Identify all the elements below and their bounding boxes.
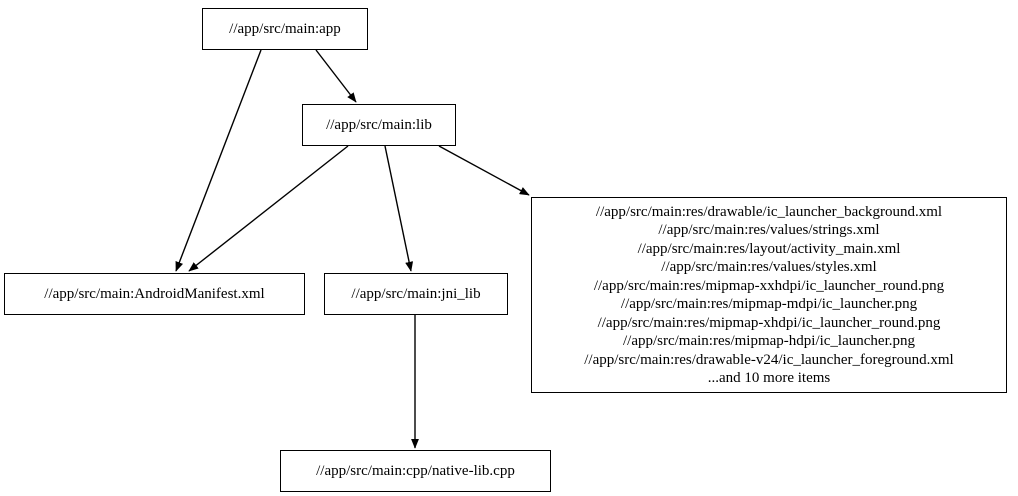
graph-node-text-line: //app/src/main:res/layout/activity_main.… — [637, 240, 901, 257]
graph-node-text-line: //app/src/main:cpp/native-lib.cpp — [316, 462, 515, 479]
graph-edge-app-to-lib — [315, 49, 357, 103]
graph-node-native-lib-cpp-label: //app/src/main:cpp/native-lib.cpp — [281, 462, 550, 479]
graph-node-jni-lib[interactable]: //app/src/main:jni_lib — [324, 273, 508, 315]
graph-node-native-lib-cpp[interactable]: //app/src/main:cpp/native-lib.cpp — [280, 450, 551, 492]
graph-node-text-line: ...and 10 more items — [707, 370, 831, 386]
graph-node-res-group[interactable]: //app/src/main:res/drawable/ic_launcher_… — [531, 197, 1007, 393]
graph-node-text-line: //app/src/main:res/mipmap-xhdpi/ic_launc… — [597, 314, 941, 331]
graph-node-android-manifest[interactable]: //app/src/main:AndroidManifest.xml — [4, 273, 305, 315]
graph-node-android-manifest-label: //app/src/main:AndroidManifest.xml — [5, 285, 304, 302]
graph-node-jni-lib-label: //app/src/main:jni_lib — [325, 285, 507, 302]
graph-node-text-line: //app/src/main:jni_lib — [351, 285, 481, 302]
graph-node-lib[interactable]: //app/src/main:lib — [302, 104, 456, 146]
graph-node-text-line: //app/src/main:res/mipmap-hdpi/ic_launch… — [622, 333, 915, 349]
graph-node-res-group-label: //app/src/main:res/drawable/ic_launcher_… — [540, 203, 998, 388]
graph-node-text-line: //app/src/main:app — [229, 20, 341, 37]
graph-node-text-line: //app/src/main:res/mipmap-mdpi/ic_launch… — [620, 296, 918, 312]
graph-node-text-line: //app/src/main:res/mipmap-xxhdpi/ic_laun… — [593, 277, 945, 294]
graph-edge-lib-to-jni-lib — [384, 145, 414, 272]
graph-edge-app-to-manifest — [175, 49, 262, 272]
graph-node-text-line: //app/src/main:res/drawable-v24/ic_launc… — [584, 351, 954, 368]
graph-edge-lib-to-manifest — [188, 145, 349, 272]
graph-node-text-line: //app/src/main:AndroidManifest.xml — [44, 285, 265, 302]
graph-node-lib-label: //app/src/main:lib — [303, 116, 455, 133]
graph-node-app-label: //app/src/main:app — [203, 20, 367, 37]
graph-node-text-line: //app/src/main:res/values/styles.xml — [661, 259, 877, 275]
graph-edge-lib-to-res-group — [438, 145, 530, 196]
graph-node-text-line: //app/src/main:res/values/strings.xml — [658, 222, 880, 238]
graph-node-text-line: //app/src/main:lib — [326, 116, 432, 133]
graph-node-text-line: //app/src/main:res/drawable/ic_launcher_… — [595, 203, 943, 220]
graph-node-app[interactable]: //app/src/main:app — [202, 8, 368, 50]
